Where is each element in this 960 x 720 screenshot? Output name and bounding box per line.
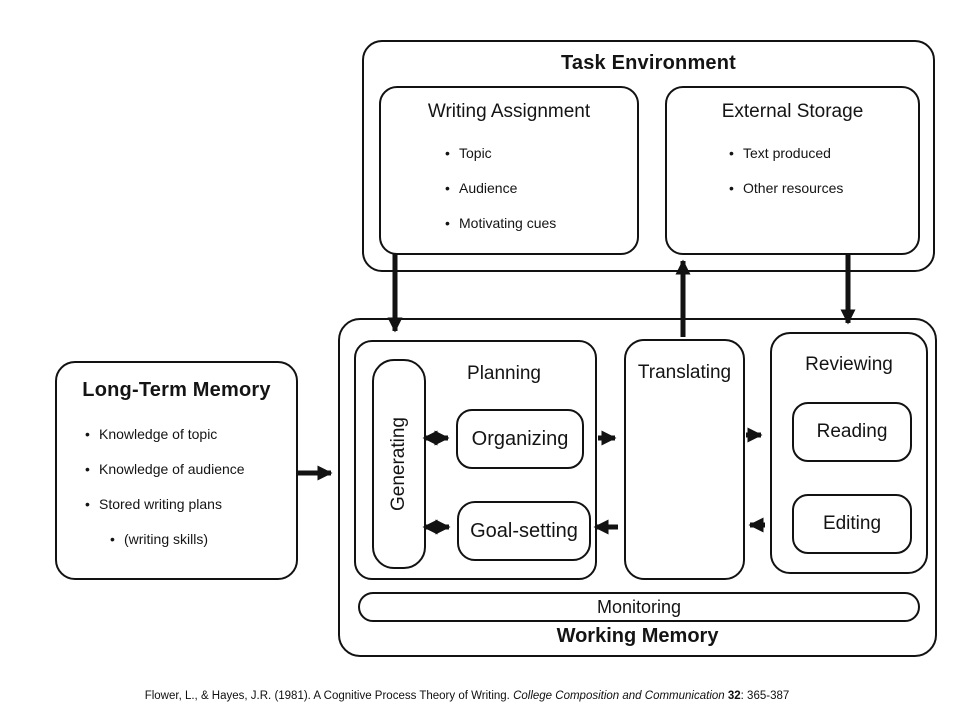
citation-volume: 32 [727,690,741,702]
bullet-label: Topic [459,145,492,161]
planning-box: Planning Generating Organizing Goal-sett… [354,340,597,580]
goal-setting-box: Goal-setting [457,501,591,561]
monitoring-label: Monitoring [596,596,682,617]
bullet-item: • Knowledge of audience [85,460,245,478]
organizing-box: Organizing [456,409,584,469]
external-storage-title: External Storage [721,101,864,122]
bullet-label: Knowledge of audience [99,461,245,477]
editing-label: Editing [822,513,882,534]
translating-title: Translating [637,362,732,383]
bullet-label: Text produced [743,145,831,161]
bullet-dot: • [729,180,734,196]
bullet-dot: • [85,426,90,442]
bullet-label: Stored writing plans [99,496,222,512]
bullet-item-sub: • (writing skills) [85,530,245,548]
bullet-dot: • [445,180,450,196]
editing-box: Editing [792,494,912,554]
planning-title: Planning [467,363,541,384]
bullet-dot: • [85,461,90,477]
long-term-memory-bullets: • Knowledge of topic • Knowledge of audi… [85,425,245,548]
bullet-label: Knowledge of topic [99,426,218,442]
bullet-dot: • [110,531,115,547]
bullet-item: • Motivating cues [445,214,556,232]
monitoring-bar: Monitoring [358,592,920,622]
organizing-label: Organizing [471,427,569,450]
external-storage-bullets: • Text produced • Other resources [729,144,843,197]
long-term-memory-title: Long-Term Memory [82,379,271,401]
bullet-dot: • [445,145,450,161]
bullet-item: • Other resources [729,179,843,197]
writing-assignment-box: Writing Assignment • Topic • Audience • … [379,86,639,255]
generating-box: Generating [372,359,426,569]
generating-label: Generating [388,416,409,511]
citation: Flower, L., & Hayes, J.R. (1981). A Cogn… [0,689,934,704]
translating-box: Translating [624,339,745,580]
bullet-item: • Topic [445,144,556,162]
citation-journal: College Composition and Communication [513,690,725,702]
citation-text: Flower, L., & Hayes, J.R. (1981). A Cogn… [144,690,514,702]
bullet-label: (writing skills) [124,531,208,547]
citation-pages: : 365-387 [740,690,790,702]
bullet-item: • Stored writing plans [85,495,245,513]
goal-setting-label: Goal-setting [470,519,578,542]
reading-box: Reading [792,402,912,462]
task-environment-box: Task Environment Writing Assignment • To… [362,40,935,272]
bullet-item: • Knowledge of topic [85,425,245,443]
bullet-label: Audience [459,180,518,196]
working-memory-title: Working Memory [556,625,719,647]
bullet-item: • Audience [445,179,556,197]
writing-assignment-bullets: • Topic • Audience • Motivating cues [445,144,556,232]
bullet-dot: • [85,496,90,512]
reviewing-title: Reviewing [805,354,893,375]
bullet-dot: • [445,215,450,231]
reviewing-box: Reviewing Reading Editing [770,332,928,574]
bullet-label: Other resources [743,180,844,196]
task-environment-title: Task Environment [560,52,737,74]
external-storage-box: External Storage • Text produced • Other… [665,86,920,255]
bullet-item: • Text produced [729,144,843,162]
writing-assignment-title: Writing Assignment [427,101,591,122]
working-memory-box: Planning Generating Organizing Goal-sett… [338,318,937,657]
bullet-dot: • [729,145,734,161]
long-term-memory-box: Long-Term Memory • Knowledge of topic • … [55,361,298,580]
bullet-label: Motivating cues [459,215,557,231]
reading-label: Reading [816,421,888,442]
